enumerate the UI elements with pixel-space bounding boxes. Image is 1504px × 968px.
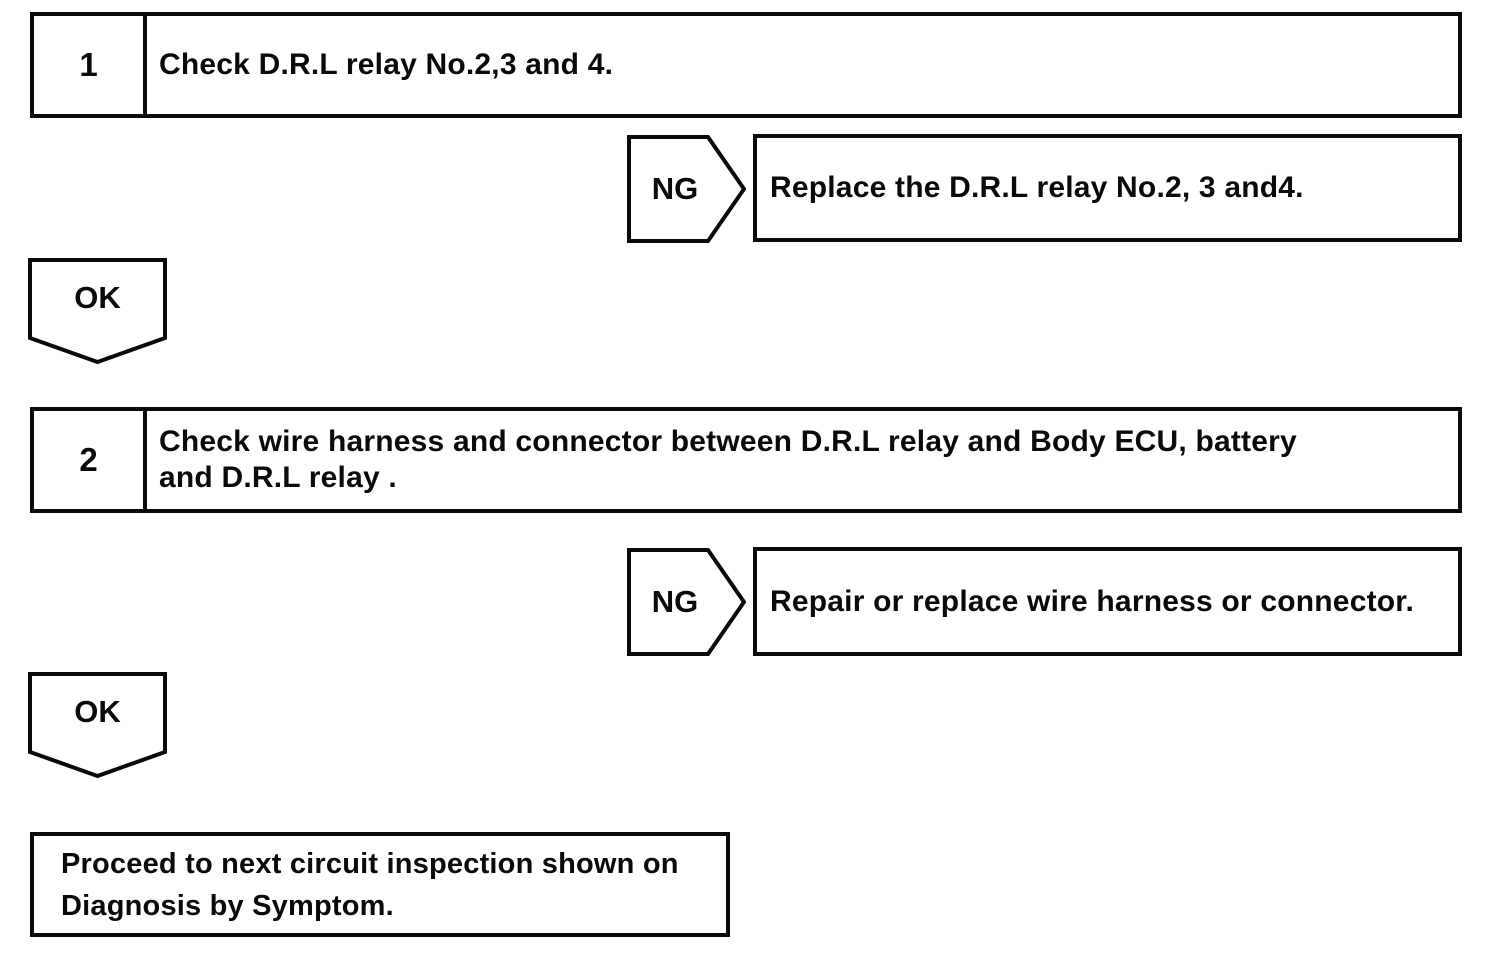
step-2-ng-connector: NG <box>627 548 746 656</box>
ok-arrow-down-shape <box>28 258 167 365</box>
ng-arrow-right-shape <box>627 548 746 656</box>
step-1-ok-connector: OK <box>28 258 167 366</box>
step-2-instruction: Check wire harness and connector between… <box>147 411 1458 509</box>
step-1-box: 1 Check D.R.L relay No.2,3 and 4. <box>30 12 1462 118</box>
step-1-ok-label: OK <box>74 280 121 315</box>
step-1-instruction: Check D.R.L relay No.2,3 and 4. <box>147 16 1458 114</box>
step-2-ng-label: NG <box>651 584 699 619</box>
step-1-number: 1 <box>34 16 147 114</box>
step-2-number: 2 <box>34 411 147 509</box>
step-2-ng-action-box: Repair or replace wire harness or connec… <box>753 547 1462 656</box>
step-2-ng-action-text: Repair or replace wire harness or connec… <box>770 584 1415 618</box>
step-1-ng-action-box: Replace the D.R.L relay No.2, 3 and4. <box>753 134 1462 242</box>
step-2-instruction-line-2: and D.R.L relay . <box>159 461 397 494</box>
end-box: Proceed to next circuit inspection shown… <box>30 832 730 937</box>
ng-arrow-right-shape <box>627 135 746 243</box>
end-text-line-1: Proceed to next circuit inspection shown… <box>61 847 679 880</box>
ok-arrow-down-shape <box>28 672 167 779</box>
step-1-instruction-line-1: Check D.R.L relay No.2,3 and 4. <box>159 48 614 81</box>
step-2-instruction-line-1: Check wire harness and connector between… <box>159 425 1297 458</box>
end-text-line-2: Diagnosis by Symptom. <box>61 889 394 922</box>
step-2-box: 2 Check wire harness and connector betwe… <box>30 407 1462 513</box>
step-1-ng-connector: NG <box>627 135 746 243</box>
step-2-ok-connector: OK <box>28 672 167 780</box>
step-1-ng-label: NG <box>651 171 699 206</box>
step-2-ok-label: OK <box>74 694 121 729</box>
step-1-ng-action-text: Replace the D.R.L relay No.2, 3 and4. <box>770 171 1304 204</box>
